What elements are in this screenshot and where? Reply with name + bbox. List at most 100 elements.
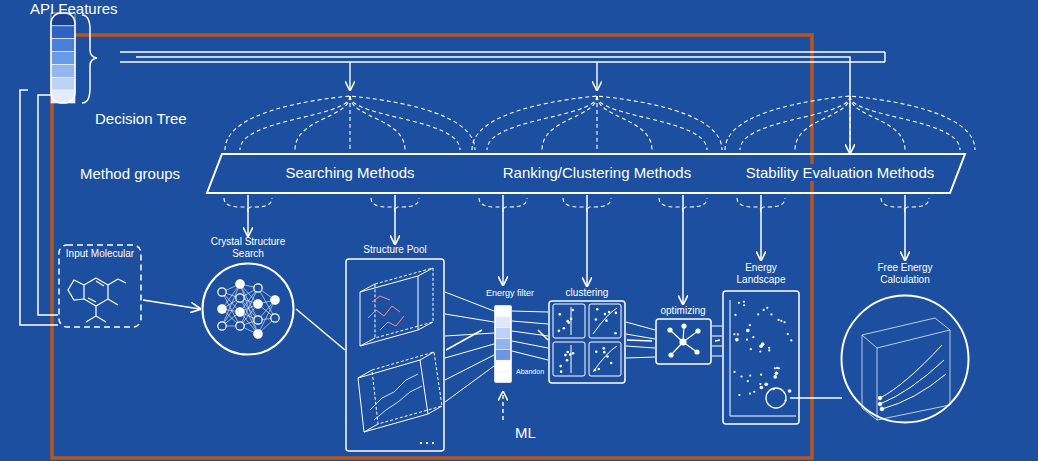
flow-line [712,356,722,357]
neural-network [258,288,275,318]
crystal-structure [358,268,442,443]
neural-network [240,312,258,320]
tree-label: Decision Tree [95,110,187,127]
neural-network [240,320,258,326]
method-bracket [224,198,929,212]
energy-landscape-plot [738,394,740,396]
focus-frame [52,35,812,458]
focus-frame [52,35,812,458]
structure-pool-box: Structure Pool [345,244,446,453]
feature-vector: API Features [28,0,136,108]
decision-tree [350,96,405,150]
cluster-panel [558,313,561,316]
ml-arrow [502,392,503,420]
neural-network [222,284,240,326]
node-outline [655,318,712,365]
optimizer-icon [668,328,672,332]
connector [20,90,58,325]
energy-landscape-plot [749,392,751,394]
flow-line [712,346,722,347]
decision-tree [350,96,460,150]
connector [296,309,345,350]
node-outline [548,300,626,384]
cluster-panel [606,355,609,358]
node-outline [59,245,141,327]
decision-tree [850,96,960,150]
crystal-structure [358,352,442,432]
neural-network [222,312,240,326]
connector [790,397,842,399]
energy-landscape-plot [757,313,759,315]
cluster-panel [566,320,569,323]
flow-line [626,334,655,339]
neural-network [222,298,240,309]
neural-network [258,300,275,304]
hollow-arrow [120,52,885,90]
node-note: Abandon [516,368,544,376]
flow-line [445,292,722,402]
neural-network [222,292,240,298]
node-note: Stability Evaluation Methods [743,164,937,181]
neural-network [240,284,258,320]
node-outline [723,291,799,424]
energy-landscape-plot [749,374,751,376]
energy-landscape-plot [778,367,780,369]
landscape-box: Energy Landscape [720,260,802,426]
decision-tree [295,96,350,150]
energy-landscape-plot [752,336,754,338]
cluster-panel [614,332,617,335]
energy-landscape-plot [730,300,796,416]
cluster-panel [559,365,562,368]
cluster-panel [593,308,617,334]
flow-line [445,314,494,322]
neural-network [240,298,258,334]
node-outline [50,12,76,104]
feature-bracket [82,15,97,103]
energy-landscape-plot [737,333,739,335]
decision-tree [725,96,975,150]
connector [904,195,906,260]
node-outline [722,290,800,425]
connector [627,340,652,341]
neural-network [218,288,226,296]
energy-landscape-plot [738,302,740,304]
energy-landscape-plot [783,321,785,323]
ml-arrow [502,392,503,420]
neural-network [240,298,258,304]
crystal-structure [372,352,442,424]
crystal-structure [370,374,422,420]
neural-network [240,304,258,326]
node-outline [656,319,711,364]
node-note: Ranking/Clustering Methods [500,164,694,181]
neural-network [240,326,258,334]
connector [502,195,504,285]
neural-network [218,305,226,313]
free-energy-plot [862,330,950,420]
cluster-panel [595,351,598,354]
cluster-panel [564,354,567,357]
cluster-panel [605,319,608,322]
decision-tree [795,96,850,150]
cluster-panel [589,342,621,376]
node-outline [549,301,625,383]
node-outline [207,154,965,193]
cluster-panel [589,304,621,338]
neural-network [258,318,275,320]
neural-network [240,288,258,312]
connector [538,330,548,340]
clustering-box: clustering [548,286,627,385]
energy-landscape-plot [733,333,735,335]
flow-line [626,346,655,348]
neural-network [240,288,258,298]
neural-network [218,280,279,338]
optimizer-icon [669,353,673,357]
neural-network [240,284,258,334]
neural-network [222,292,240,326]
feature-cell [51,77,75,90]
energy-landscape-plot [784,399,786,401]
free-energy-plot [880,345,942,398]
energy-landscape-plot [777,319,779,321]
feature-cell [51,39,75,52]
